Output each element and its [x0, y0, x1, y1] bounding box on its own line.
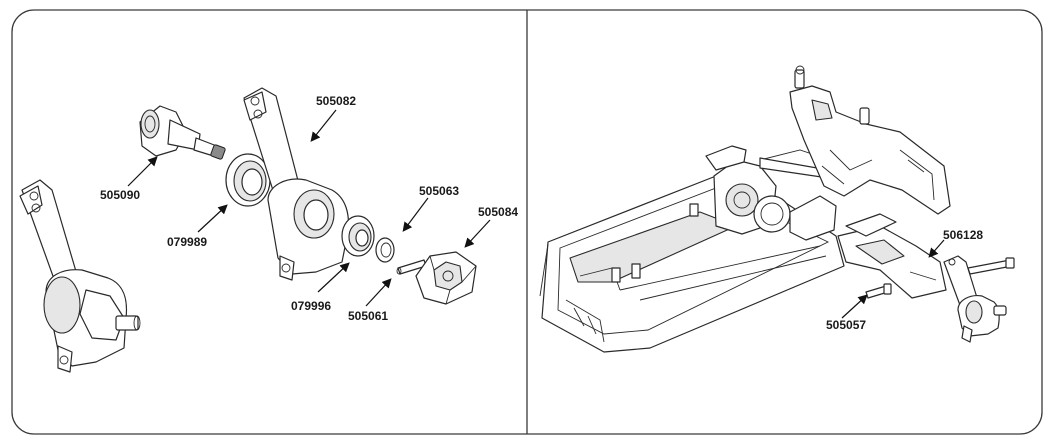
suspension-arm [837, 225, 947, 299]
leader-505063 [402, 197, 429, 232]
label-505084: 505084 [478, 205, 519, 219]
leader-505057 [841, 294, 868, 319]
leader-505090 [127, 156, 158, 187]
bearing-079989 [225, 153, 271, 207]
knuckle-505082 [243, 87, 350, 281]
washer-505061 [375, 237, 395, 263]
leader-079989 [197, 204, 228, 233]
knuckle-right [943, 255, 1007, 343]
leader-079996 [317, 262, 350, 293]
leader-505061 [365, 278, 392, 307]
label-505082: 505082 [316, 94, 357, 108]
label-505061: 505061 [348, 309, 389, 323]
label-079989: 079989 [167, 235, 208, 249]
label-505057: 505057 [826, 318, 867, 332]
label-505063: 505063 [419, 184, 460, 198]
leader-505084 [464, 219, 491, 248]
bearing-079996 [341, 215, 375, 257]
leader-505082 [310, 109, 337, 142]
label-079996: 079996 [291, 299, 332, 313]
hex-hub-505084 [415, 251, 477, 305]
label-505090: 505090 [100, 188, 141, 202]
right-panel-illustration [539, 65, 1015, 353]
hub-carrier-assembled [19, 179, 141, 373]
axle-part [139, 105, 226, 160]
left-panel-illustration [19, 87, 491, 373]
leader-506128 [928, 239, 945, 258]
label-506128: 506128 [943, 228, 984, 242]
